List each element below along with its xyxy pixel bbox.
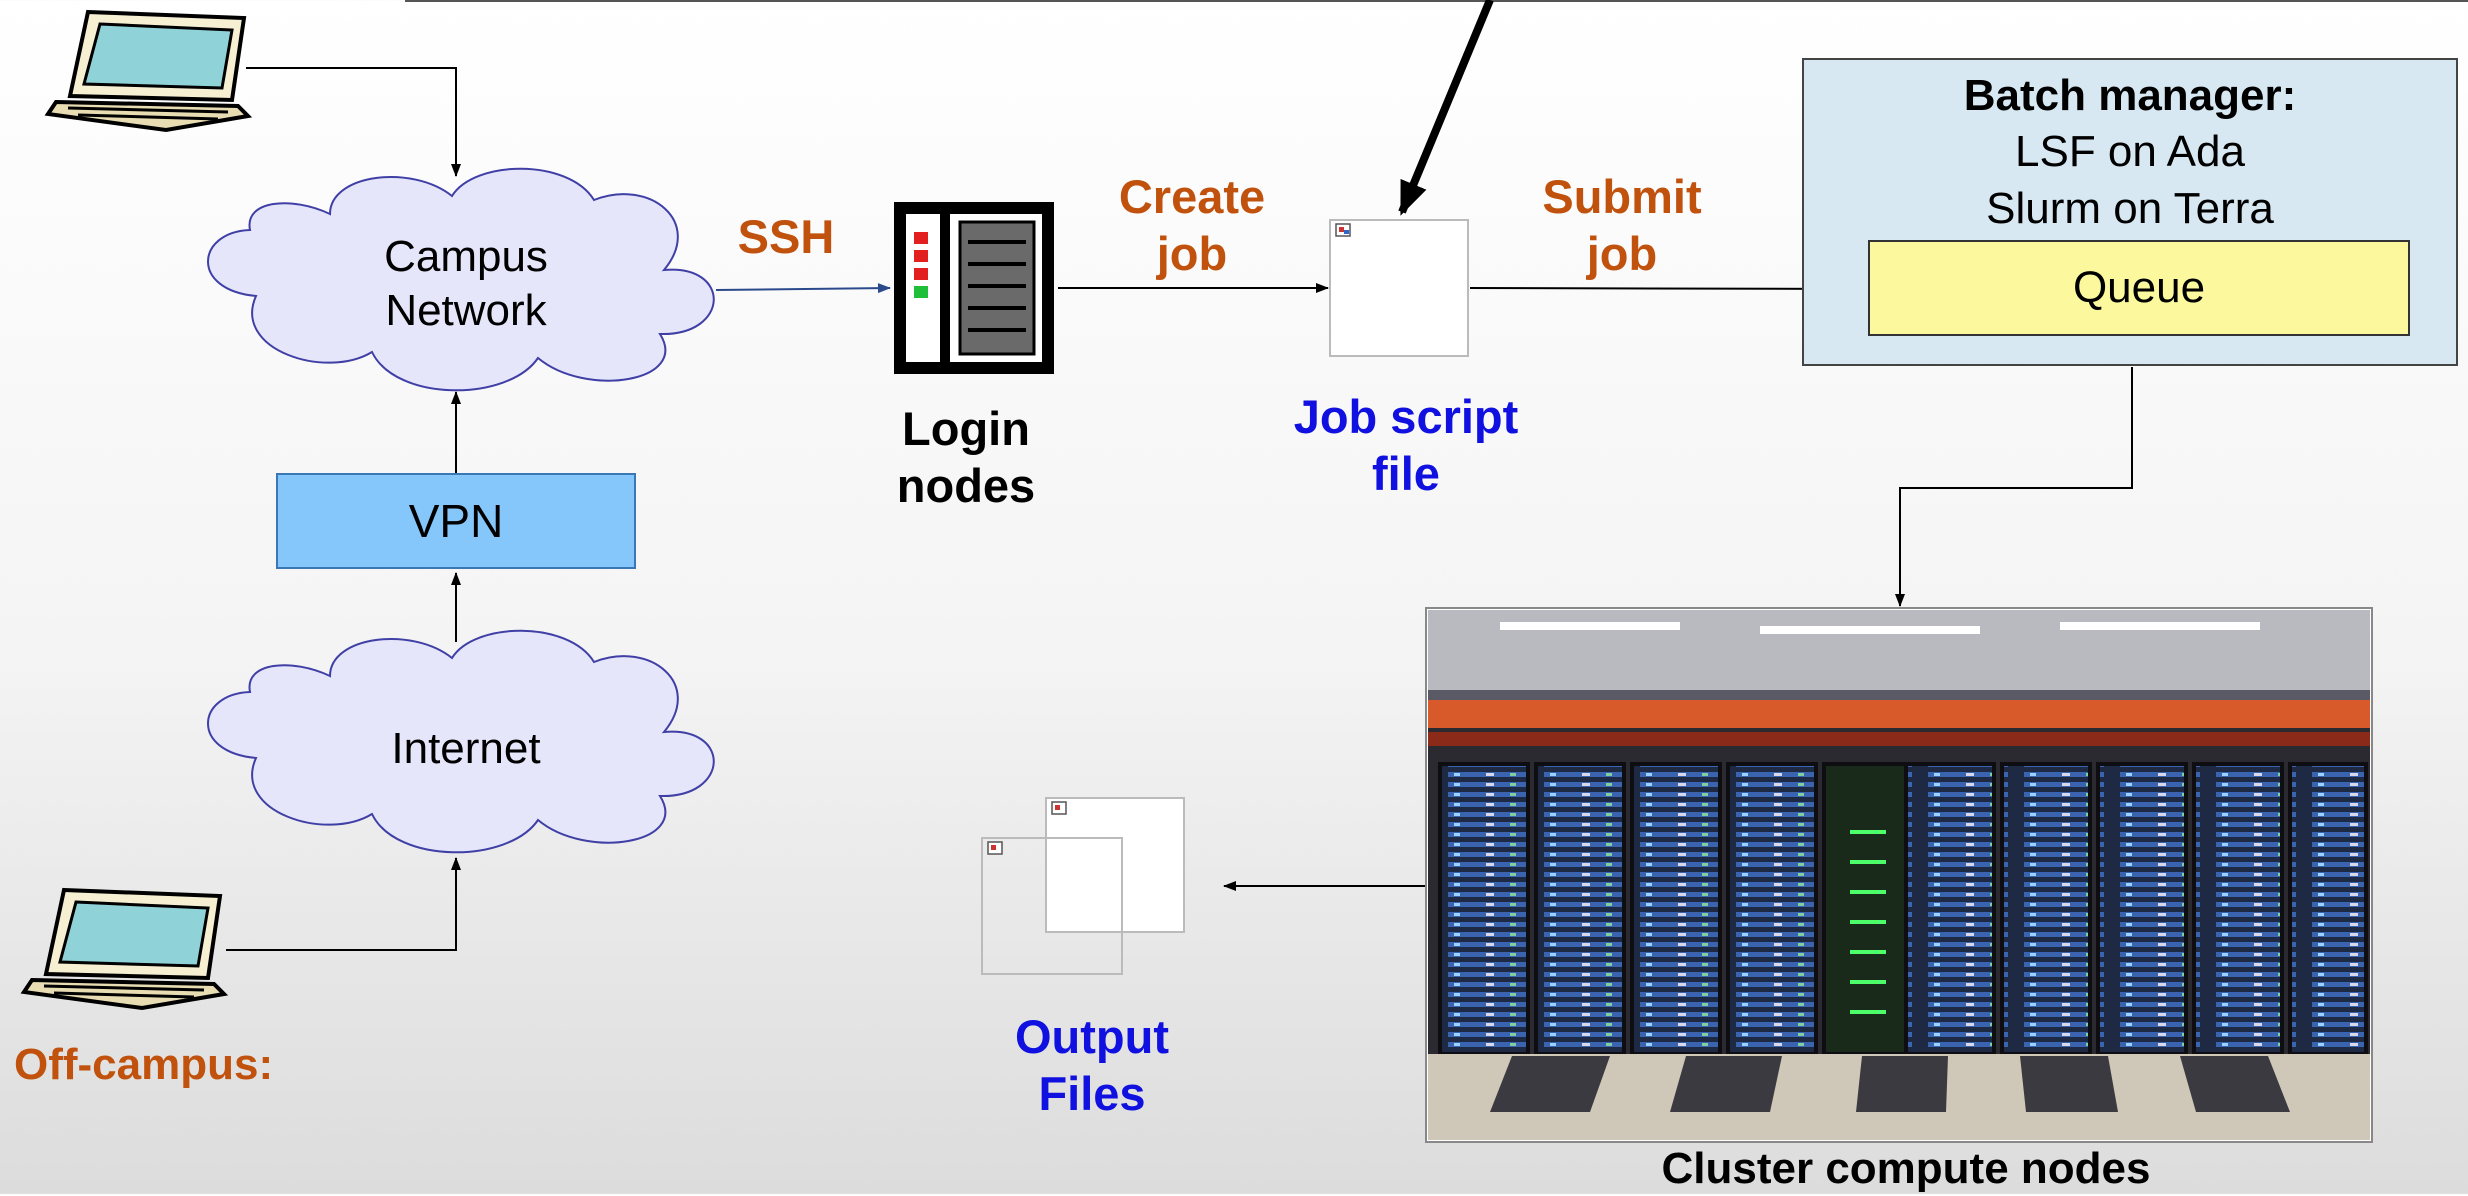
login-nodes-line1: Login bbox=[902, 402, 1030, 455]
submit-job-label: Submit job bbox=[1522, 168, 1722, 283]
job-script-label: Job script file bbox=[1276, 388, 1536, 503]
internet-label: Internet bbox=[391, 724, 541, 773]
laptop-to-internet-line bbox=[226, 857, 461, 951]
output-files-icon bbox=[981, 797, 1185, 975]
submit-job-line1: Submit bbox=[1542, 170, 1702, 223]
server-icon bbox=[894, 202, 1054, 374]
vpn-box: VPN bbox=[276, 473, 636, 569]
job-script-line2: file bbox=[1372, 447, 1440, 501]
cluster-photo bbox=[1425, 607, 2373, 1143]
campus-network-label: Campus Network bbox=[366, 230, 566, 337]
cluster-label: Cluster compute nodes bbox=[1661, 1144, 2151, 1193]
ssh-arrow bbox=[715, 283, 891, 294]
queue-label: Queue bbox=[2072, 263, 2206, 312]
output-files-label: Output Files bbox=[972, 1008, 1212, 1123]
laptop-icon-bottom bbox=[20, 887, 229, 1011]
queue-to-cluster-line bbox=[1895, 367, 2133, 607]
output-files-line2: Files bbox=[1038, 1067, 1146, 1121]
ssh-label: SSH bbox=[737, 210, 835, 263]
campus-network-line2: Network bbox=[385, 285, 547, 335]
internet-cloud bbox=[207, 629, 715, 854]
job-script-file-icon bbox=[1329, 219, 1469, 357]
create-job-label: Create job bbox=[1092, 168, 1292, 283]
login-nodes-label: Login nodes bbox=[866, 400, 1066, 515]
submit-job-line2: job bbox=[1586, 227, 1658, 281]
batch-manager-line1: LSF on Ada bbox=[2015, 127, 2245, 177]
create-job-line2: job bbox=[1156, 227, 1228, 281]
pointer-arrow bbox=[1398, 0, 1494, 216]
campus-network-cloud bbox=[207, 167, 715, 392]
laptop-icon-top bbox=[44, 9, 253, 133]
create-job-line1: Create bbox=[1118, 170, 1266, 223]
job-script-line1: Job script bbox=[1293, 390, 1519, 443]
batch-manager-title: Batch manager: bbox=[1963, 71, 2297, 120]
login-nodes-line2: nodes bbox=[896, 459, 1036, 513]
off-campus-label: Off-campus: bbox=[14, 1040, 274, 1089]
queue-box: Queue bbox=[1868, 240, 2410, 336]
vpn-label: VPN bbox=[408, 495, 504, 547]
output-files-line1: Output bbox=[1015, 1010, 1169, 1063]
batch-manager-line2: Slurm on Terra bbox=[1986, 183, 2274, 233]
batch-manager-text: Batch manager: LSF on Ada Slurm on Terra bbox=[1804, 68, 2456, 237]
submit-job-arrow bbox=[1469, 283, 1867, 294]
campus-network-line1: Campus bbox=[384, 232, 548, 281]
laptop-to-campus-line bbox=[246, 67, 461, 177]
